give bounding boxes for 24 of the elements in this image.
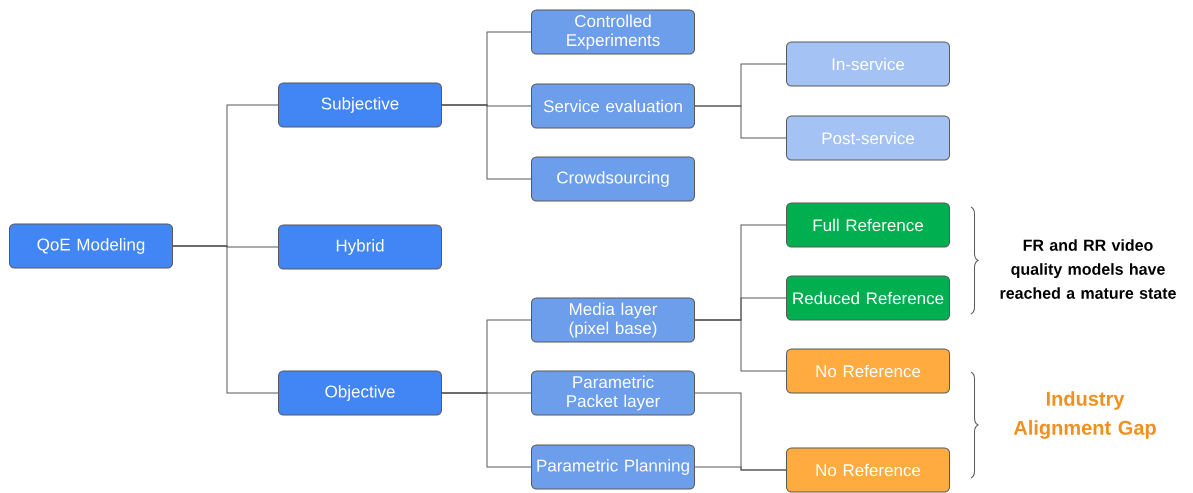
tree-box: Subjective xyxy=(278,82,442,128)
tree-box: Reduced Reference xyxy=(786,275,950,321)
connector xyxy=(441,104,532,180)
tree-box: QoE Modeling xyxy=(9,223,173,269)
connector xyxy=(694,466,787,471)
tree-box: Objective xyxy=(278,370,442,416)
connector xyxy=(172,245,279,394)
tree-box: In-service xyxy=(786,41,950,87)
annotation-text: FR and RR video quality models have reached a mature state xyxy=(1000,239,1176,299)
tree-box: Parametric Packet layer xyxy=(531,370,695,416)
tree-box: Controlled Experiments xyxy=(531,9,695,55)
tree-box: Service evaluation xyxy=(531,83,695,129)
tree-box: Media layer (pixel base) xyxy=(531,297,695,343)
tree-box: Hybrid xyxy=(278,224,442,270)
tree-box: Post-service xyxy=(786,115,950,161)
connector xyxy=(694,105,787,139)
tree-box: No Reference xyxy=(786,348,950,394)
tree-box: Crowdsourcing xyxy=(531,156,695,202)
tree-box: Parametric Planning xyxy=(531,444,695,490)
connector xyxy=(694,319,787,372)
annotation-text: Industry Alignment Gap xyxy=(1013,391,1156,439)
connector xyxy=(441,392,532,468)
tree-box: Full Reference xyxy=(786,202,950,248)
tree-box: No Reference xyxy=(786,447,950,493)
